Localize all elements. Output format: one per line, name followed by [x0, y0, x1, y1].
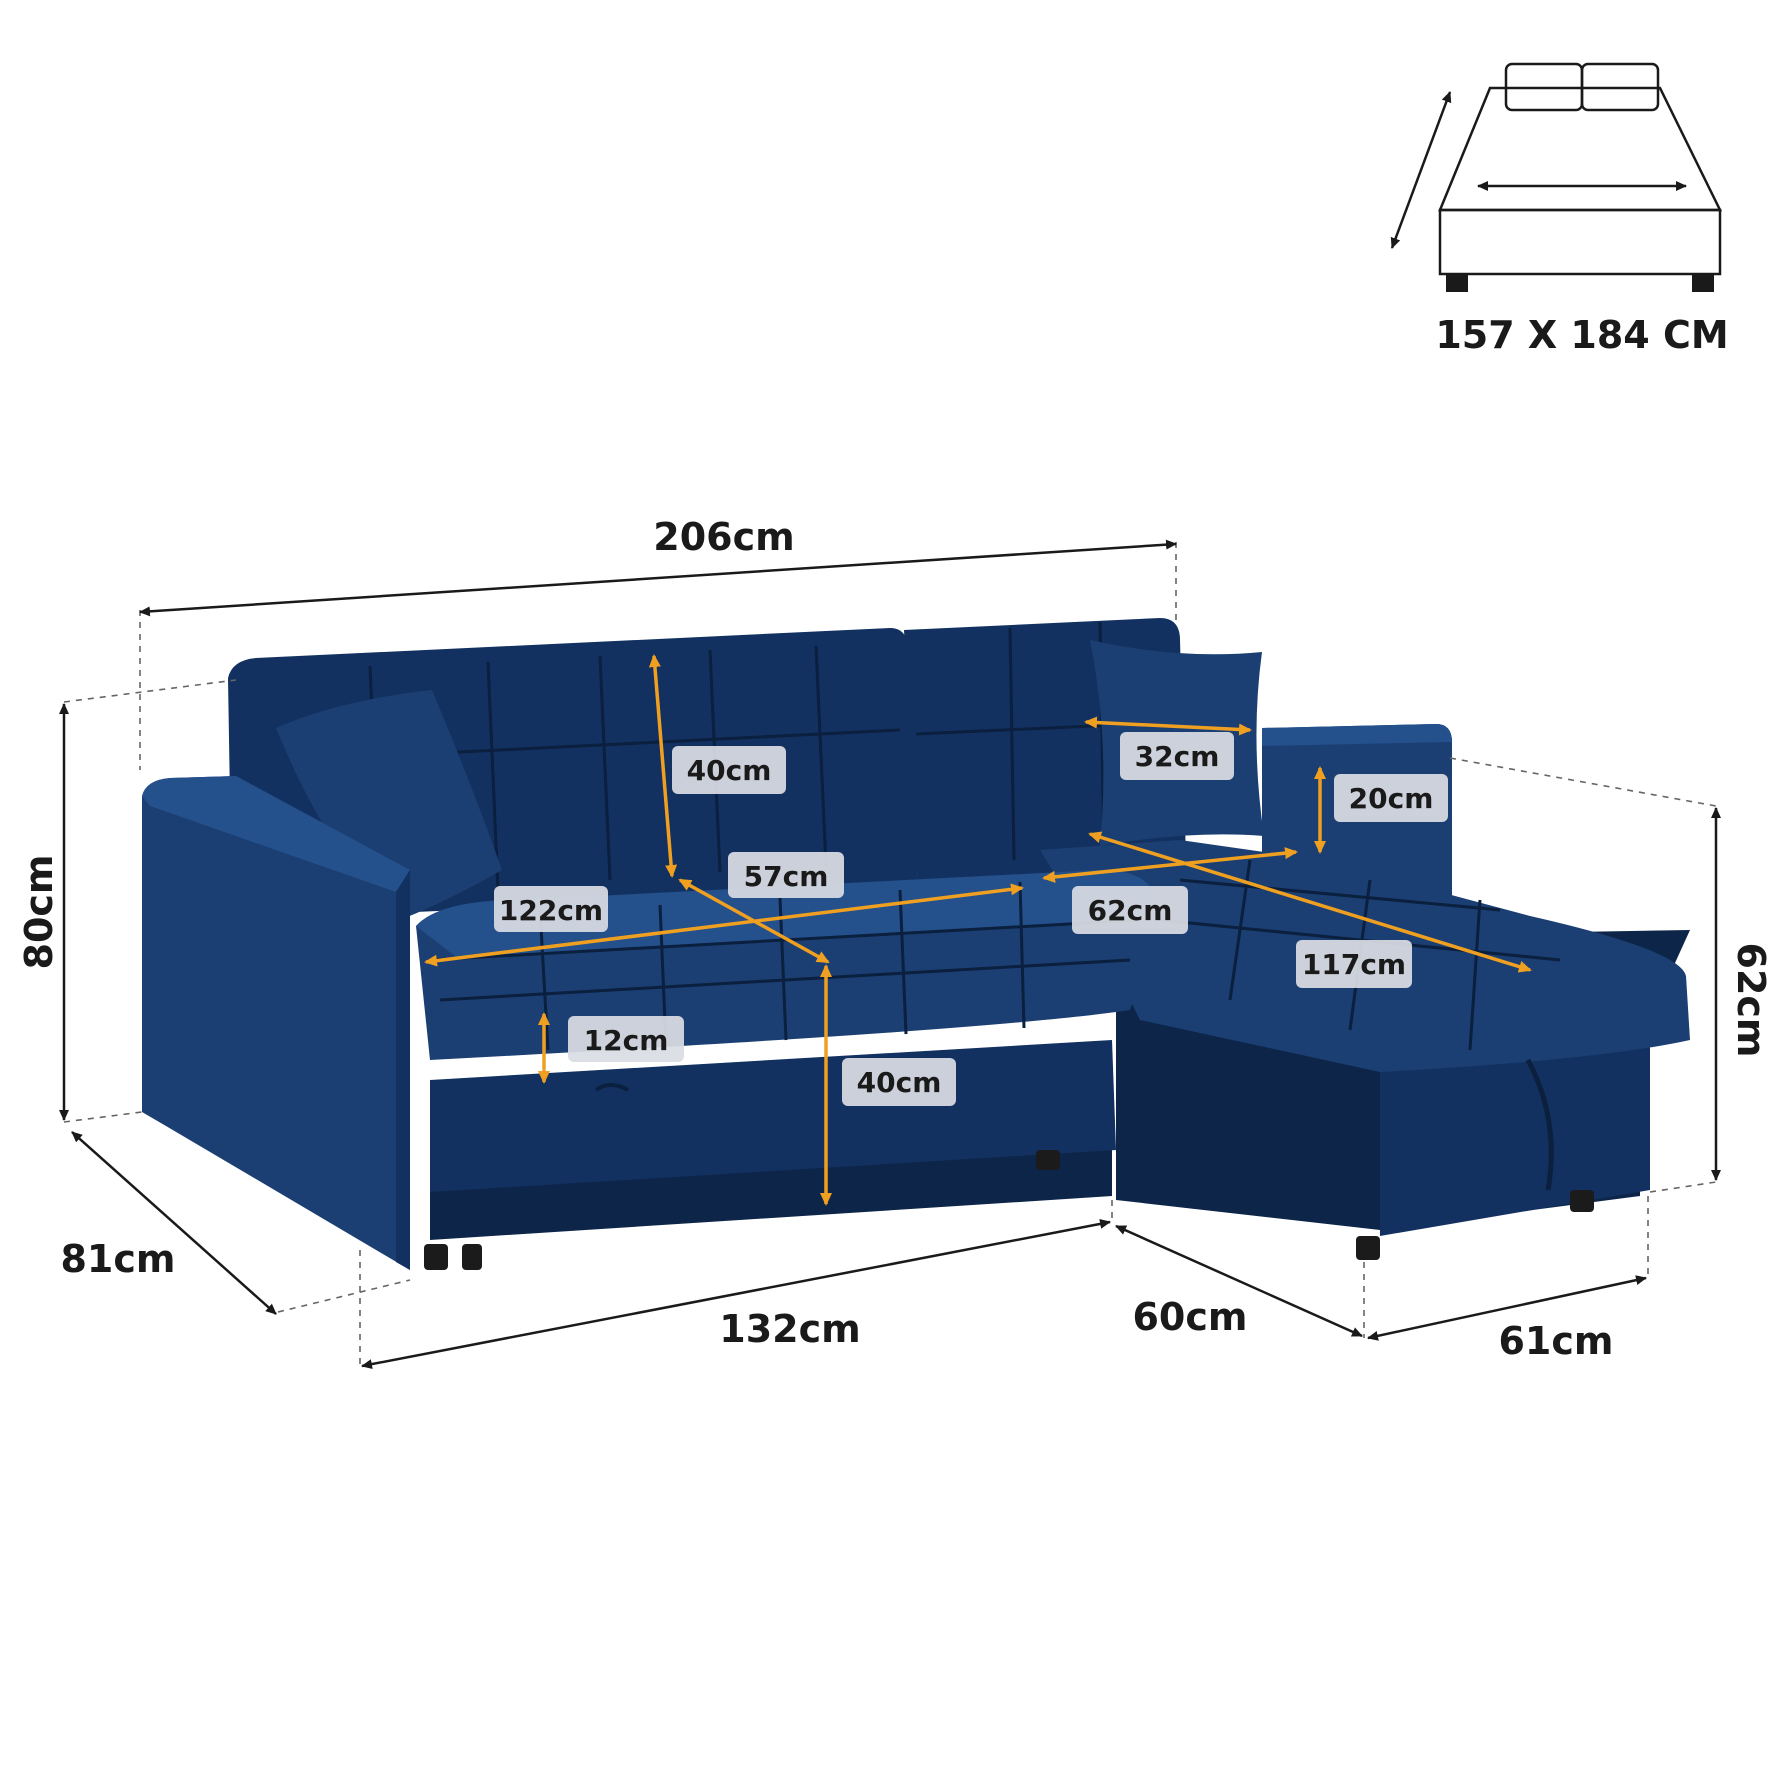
label-chaise-62cm: 62cm: [1088, 894, 1173, 927]
label-206cm: 206cm: [653, 515, 794, 559]
label-81cm: 81cm: [60, 1237, 175, 1281]
label-12cm: 12cm: [584, 1024, 669, 1057]
label-32cm: 32cm: [1135, 740, 1220, 773]
label-132cm: 132cm: [719, 1307, 860, 1351]
label-20cm: 20cm: [1349, 782, 1434, 815]
label-back-40cm: 40cm: [687, 754, 772, 787]
label-61cm: 61cm: [1498, 1319, 1613, 1363]
label-117cm: 117cm: [1302, 948, 1406, 981]
label-80cm: 80cm: [17, 854, 61, 969]
overall-dimension-lines: 206cm 80cm 81cm 132cm 60cm 61cm 62cm: [17, 515, 1773, 1370]
label-57cm: 57cm: [744, 860, 829, 893]
label-62cm: 62cm: [1729, 942, 1773, 1057]
label-seat-40cm: 40cm: [857, 1066, 942, 1099]
bed-size-label: 157 X 184 CM: [1435, 313, 1728, 357]
sofa-illustration: [142, 618, 1690, 1270]
internal-dimension-lines: 40cm 57cm 122cm 40cm 12cm 32cm 20cm 62cm: [424, 654, 1532, 1206]
label-122cm: 122cm: [499, 894, 603, 927]
label-60cm: 60cm: [1132, 1295, 1247, 1339]
bed-icon: 157 X 184 CM: [1390, 62, 1729, 357]
